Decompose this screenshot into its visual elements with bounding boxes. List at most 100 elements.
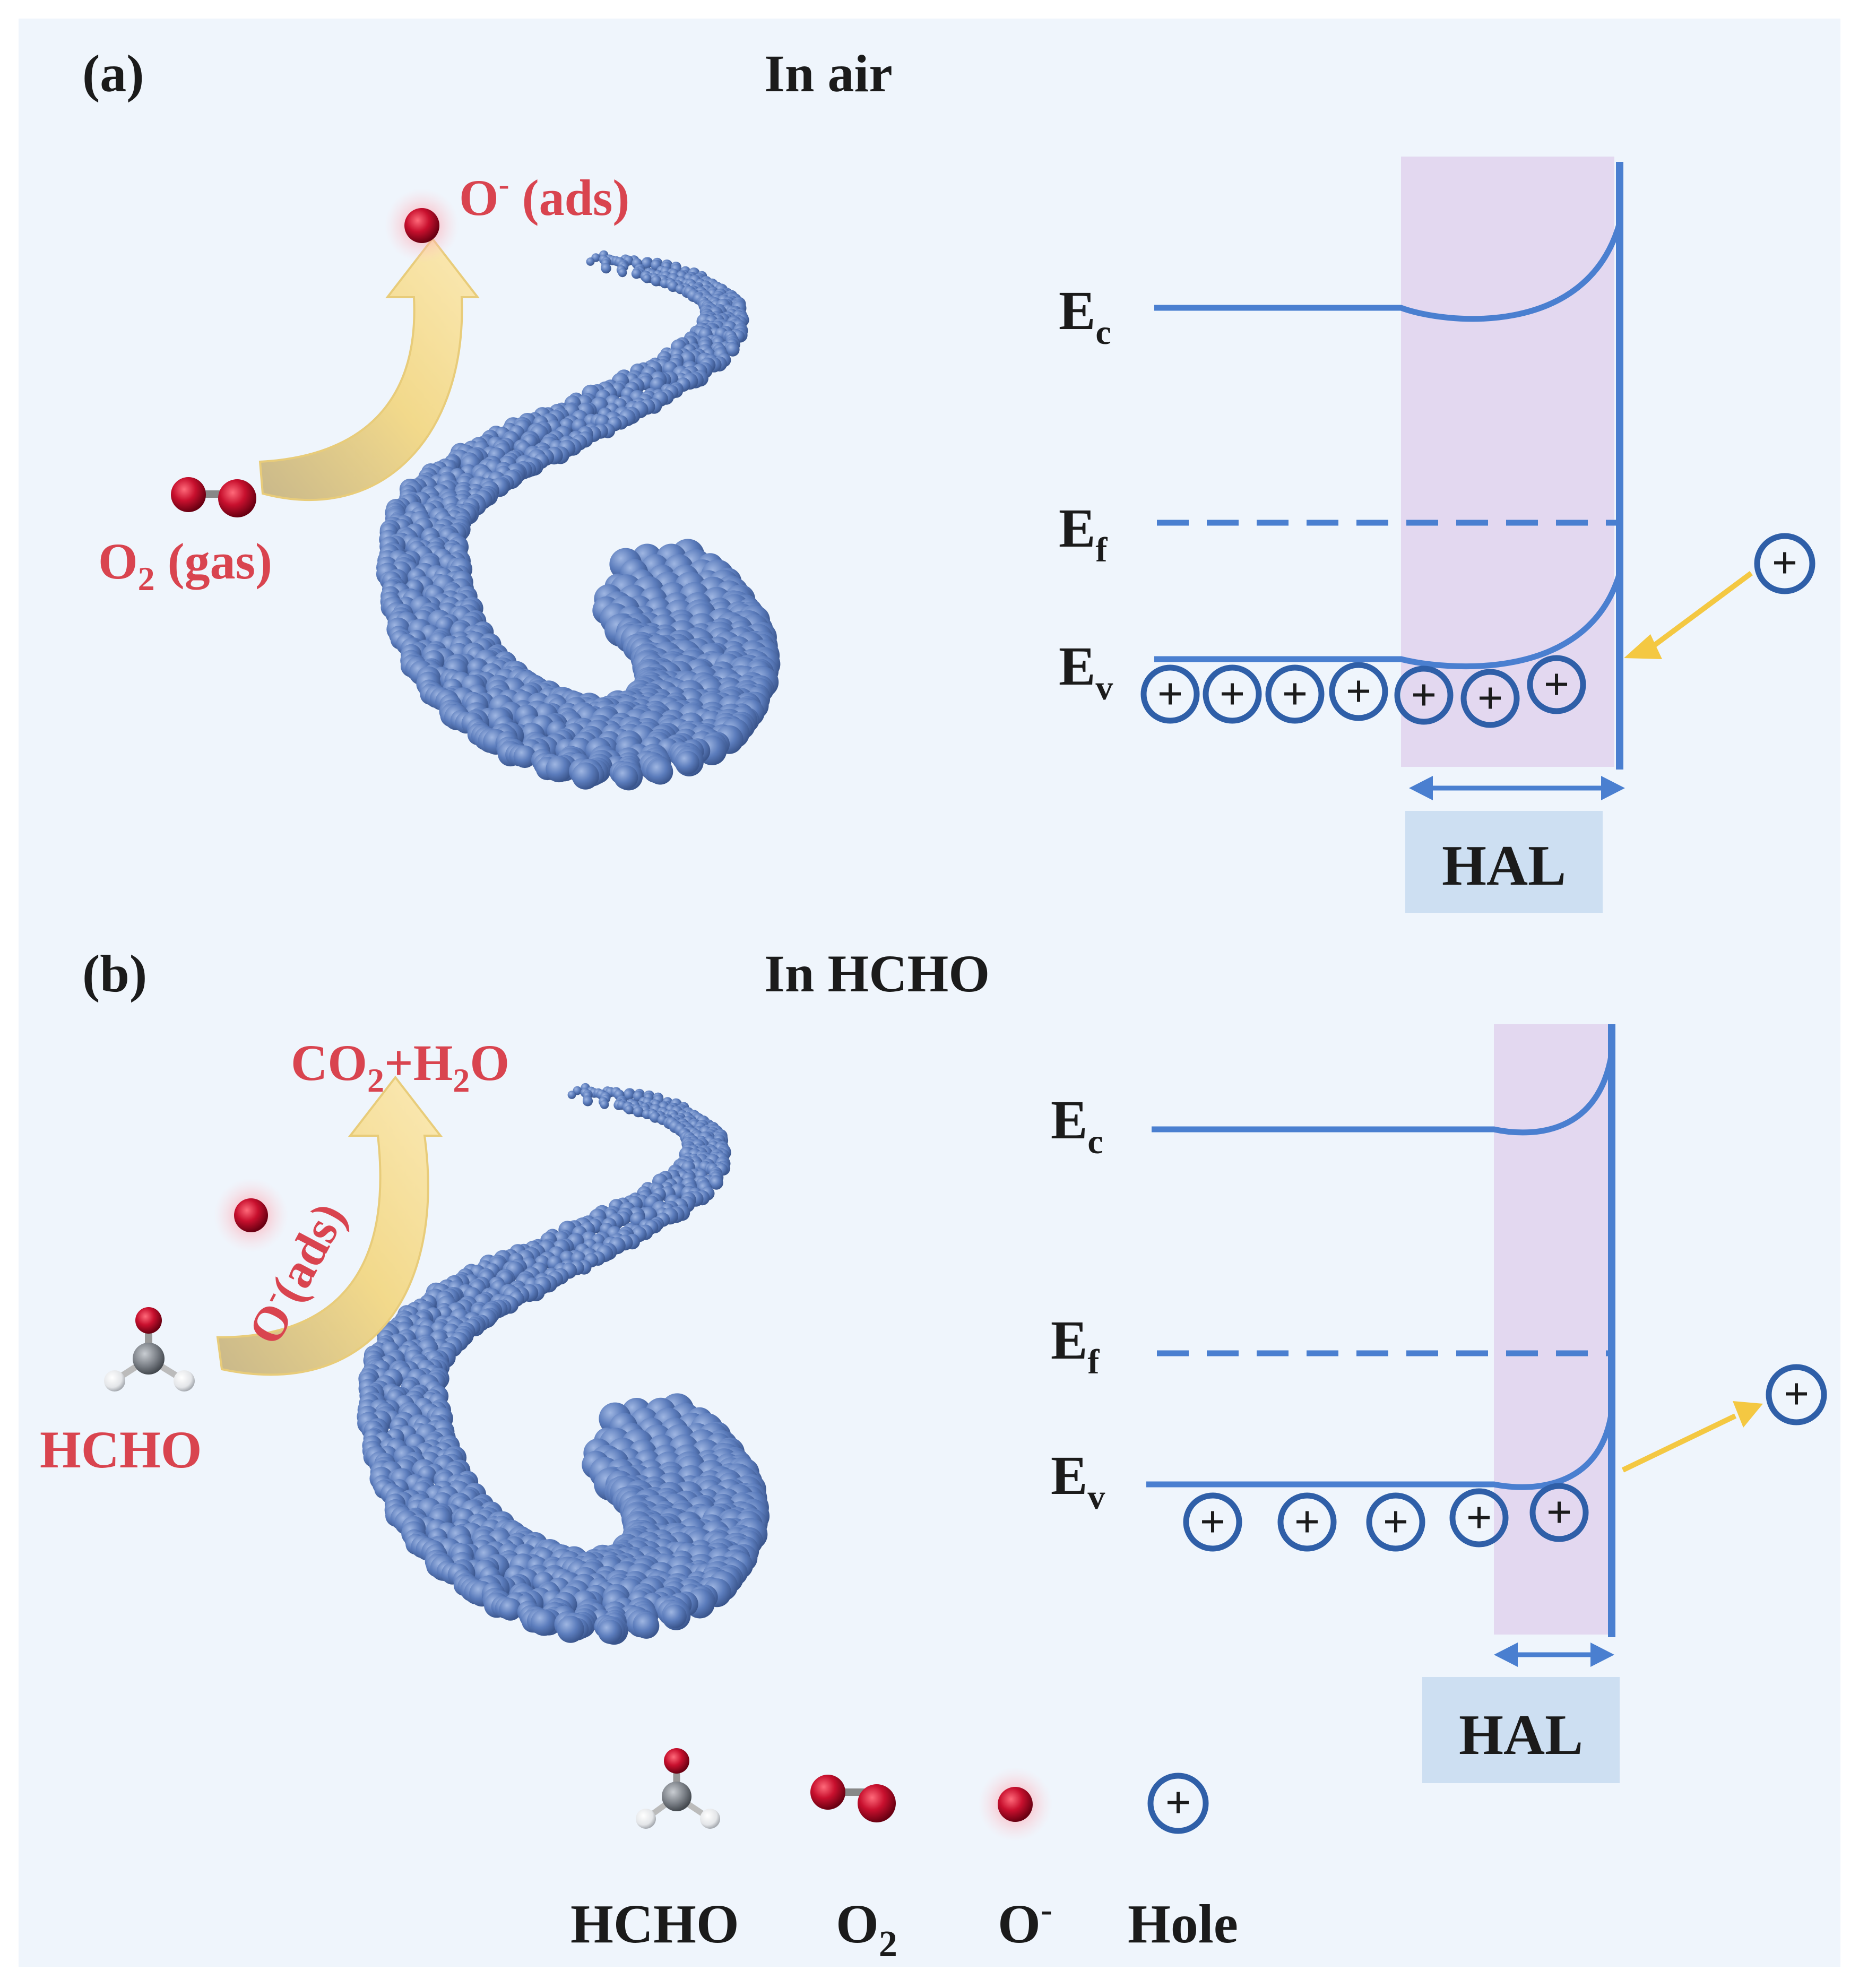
nanotube-sphere [600, 1100, 609, 1109]
ev-sub: v [1095, 669, 1113, 707]
hal-label-b: HAL [1459, 1704, 1583, 1767]
legend-o-sup: - [1041, 1890, 1052, 1929]
nanotube-sphere [567, 1091, 576, 1099]
o-ads-rest: (ads) [509, 169, 630, 226]
nanotube-sphere [633, 1106, 644, 1118]
panel-a-label: (a) [82, 44, 144, 103]
legend-hcho-label: HCHO [570, 1894, 739, 1955]
h2-sub: 2 [453, 1061, 470, 1099]
nanotube-sphere [618, 268, 627, 278]
hole-symbol: + [1345, 665, 1371, 716]
nanotube-sphere [710, 1175, 723, 1190]
hole-in-arrowhead-a [1624, 634, 1662, 659]
nanotube-sphere [642, 274, 652, 283]
valence-band-a [1154, 572, 1623, 670]
legend-hole-symbol: + [1165, 1777, 1191, 1828]
nanotube-sphere [530, 1609, 557, 1636]
o2-sub: 2 [138, 560, 155, 598]
legend-o-minus-label: O- [998, 1890, 1052, 1955]
ec-main: E [1051, 1090, 1087, 1151]
panel-a: (a) In air O- (ads) O2 (gas) Ec Ef Ev ++… [82, 44, 1815, 913]
ef-label-b: Ef [1051, 1310, 1100, 1381]
hal-arrowhead-right-a [1601, 776, 1625, 800]
hole-symbol: + [1546, 1486, 1572, 1537]
o2-molecule-a [171, 477, 256, 517]
hal-arrowhead-right-b [1590, 1643, 1614, 1667]
hole-symbol: + [1199, 1496, 1225, 1547]
hole: + [1460, 669, 1520, 728]
panel-b-title: In HCHO [764, 944, 990, 1003]
co2-sub: 2 [367, 1061, 384, 1099]
nanotube-b [357, 1083, 770, 1645]
free-hole-symbol-a: + [1771, 537, 1797, 588]
ec-main: E [1059, 280, 1095, 341]
ec-label-a: Ec [1059, 280, 1111, 352]
legend: + HCHO O2 O- Hole [570, 1748, 1238, 1965]
legend-o-main: O [998, 1894, 1041, 1955]
ef-sub: f [1095, 531, 1108, 569]
hal-label-a: HAL [1442, 834, 1566, 897]
hole-symbol: + [1411, 669, 1437, 720]
panel-b: (b) In HCHO CO2+H2O O-(ads) HCHO Ec Ef E… [40, 944, 1827, 1783]
o-ads-sup: - [499, 167, 509, 202]
hole-symbol: + [1294, 1496, 1320, 1547]
nanotube-sphere [598, 1620, 622, 1644]
ev-sub: v [1087, 1478, 1105, 1517]
ev-label-b: Ev [1051, 1445, 1105, 1517]
legend-o2-sub: 2 [879, 1924, 897, 1965]
o2-rest: (gas) [155, 533, 272, 590]
nanotube-sphere [557, 1615, 584, 1643]
hal-arrowhead-left-a [1409, 776, 1433, 800]
nanotube-sphere [647, 758, 673, 785]
hole: + [1140, 664, 1200, 724]
hal-region-b [1494, 1024, 1612, 1635]
hole: + [1527, 655, 1586, 714]
hole: + [1265, 664, 1325, 724]
hole-symbol: + [1157, 668, 1183, 719]
plus-h: +H [384, 1034, 453, 1091]
o2-main: O [98, 533, 138, 590]
hole-symbol: + [1219, 668, 1245, 719]
legend-o2-main: O [836, 1894, 879, 1955]
hal-arrowhead-left-b [1494, 1643, 1518, 1667]
hal-box-a [1405, 811, 1603, 913]
nanotube-sphere [601, 263, 611, 274]
hole: + [1529, 1483, 1589, 1542]
legend-o2-icon [810, 1775, 896, 1822]
holes-a: + + + + + + + [1140, 655, 1586, 728]
hole-out-arrow-line-b [1621, 1413, 1737, 1473]
hole-symbol: + [1477, 672, 1503, 723]
hole: + [1394, 665, 1454, 725]
ev-main: E [1059, 636, 1095, 697]
hcho-label-b: HCHO [40, 1420, 202, 1479]
water-o: O [470, 1034, 509, 1091]
ec-sub: c [1087, 1122, 1103, 1161]
legend-hcho-icon [636, 1748, 720, 1829]
hole: + [1366, 1492, 1425, 1552]
legend-o-minus-icon [978, 1767, 1052, 1842]
o2-gas-label-a: O2 (gas) [98, 533, 272, 598]
legend-hole-label: Hole [1128, 1894, 1238, 1955]
legend-o2-label: O2 [836, 1894, 897, 1965]
nanotube-sphere [572, 762, 599, 790]
valence-band-b [1146, 1411, 1615, 1490]
nanotube-sphere [631, 269, 642, 279]
nanotube-sphere [586, 257, 595, 266]
o-minus-ion-a [404, 208, 439, 243]
co2: CO [291, 1034, 367, 1091]
hole: + [1277, 1492, 1337, 1552]
nanotube-sphere [546, 756, 573, 783]
hole: + [1203, 664, 1262, 724]
nanotube-a [376, 250, 781, 791]
conduction-band-b [1152, 1053, 1615, 1136]
nanotube-sphere [499, 1598, 522, 1621]
hole-in-arrow-line-a [1646, 571, 1753, 653]
nanotube-sphere [676, 750, 700, 775]
ef-main: E [1059, 498, 1095, 559]
ec-label-b: Ec [1051, 1090, 1103, 1161]
ef-main: E [1051, 1310, 1087, 1371]
ev-label-a: Ev [1059, 636, 1113, 707]
holes-b: +++++ [1183, 1483, 1589, 1552]
